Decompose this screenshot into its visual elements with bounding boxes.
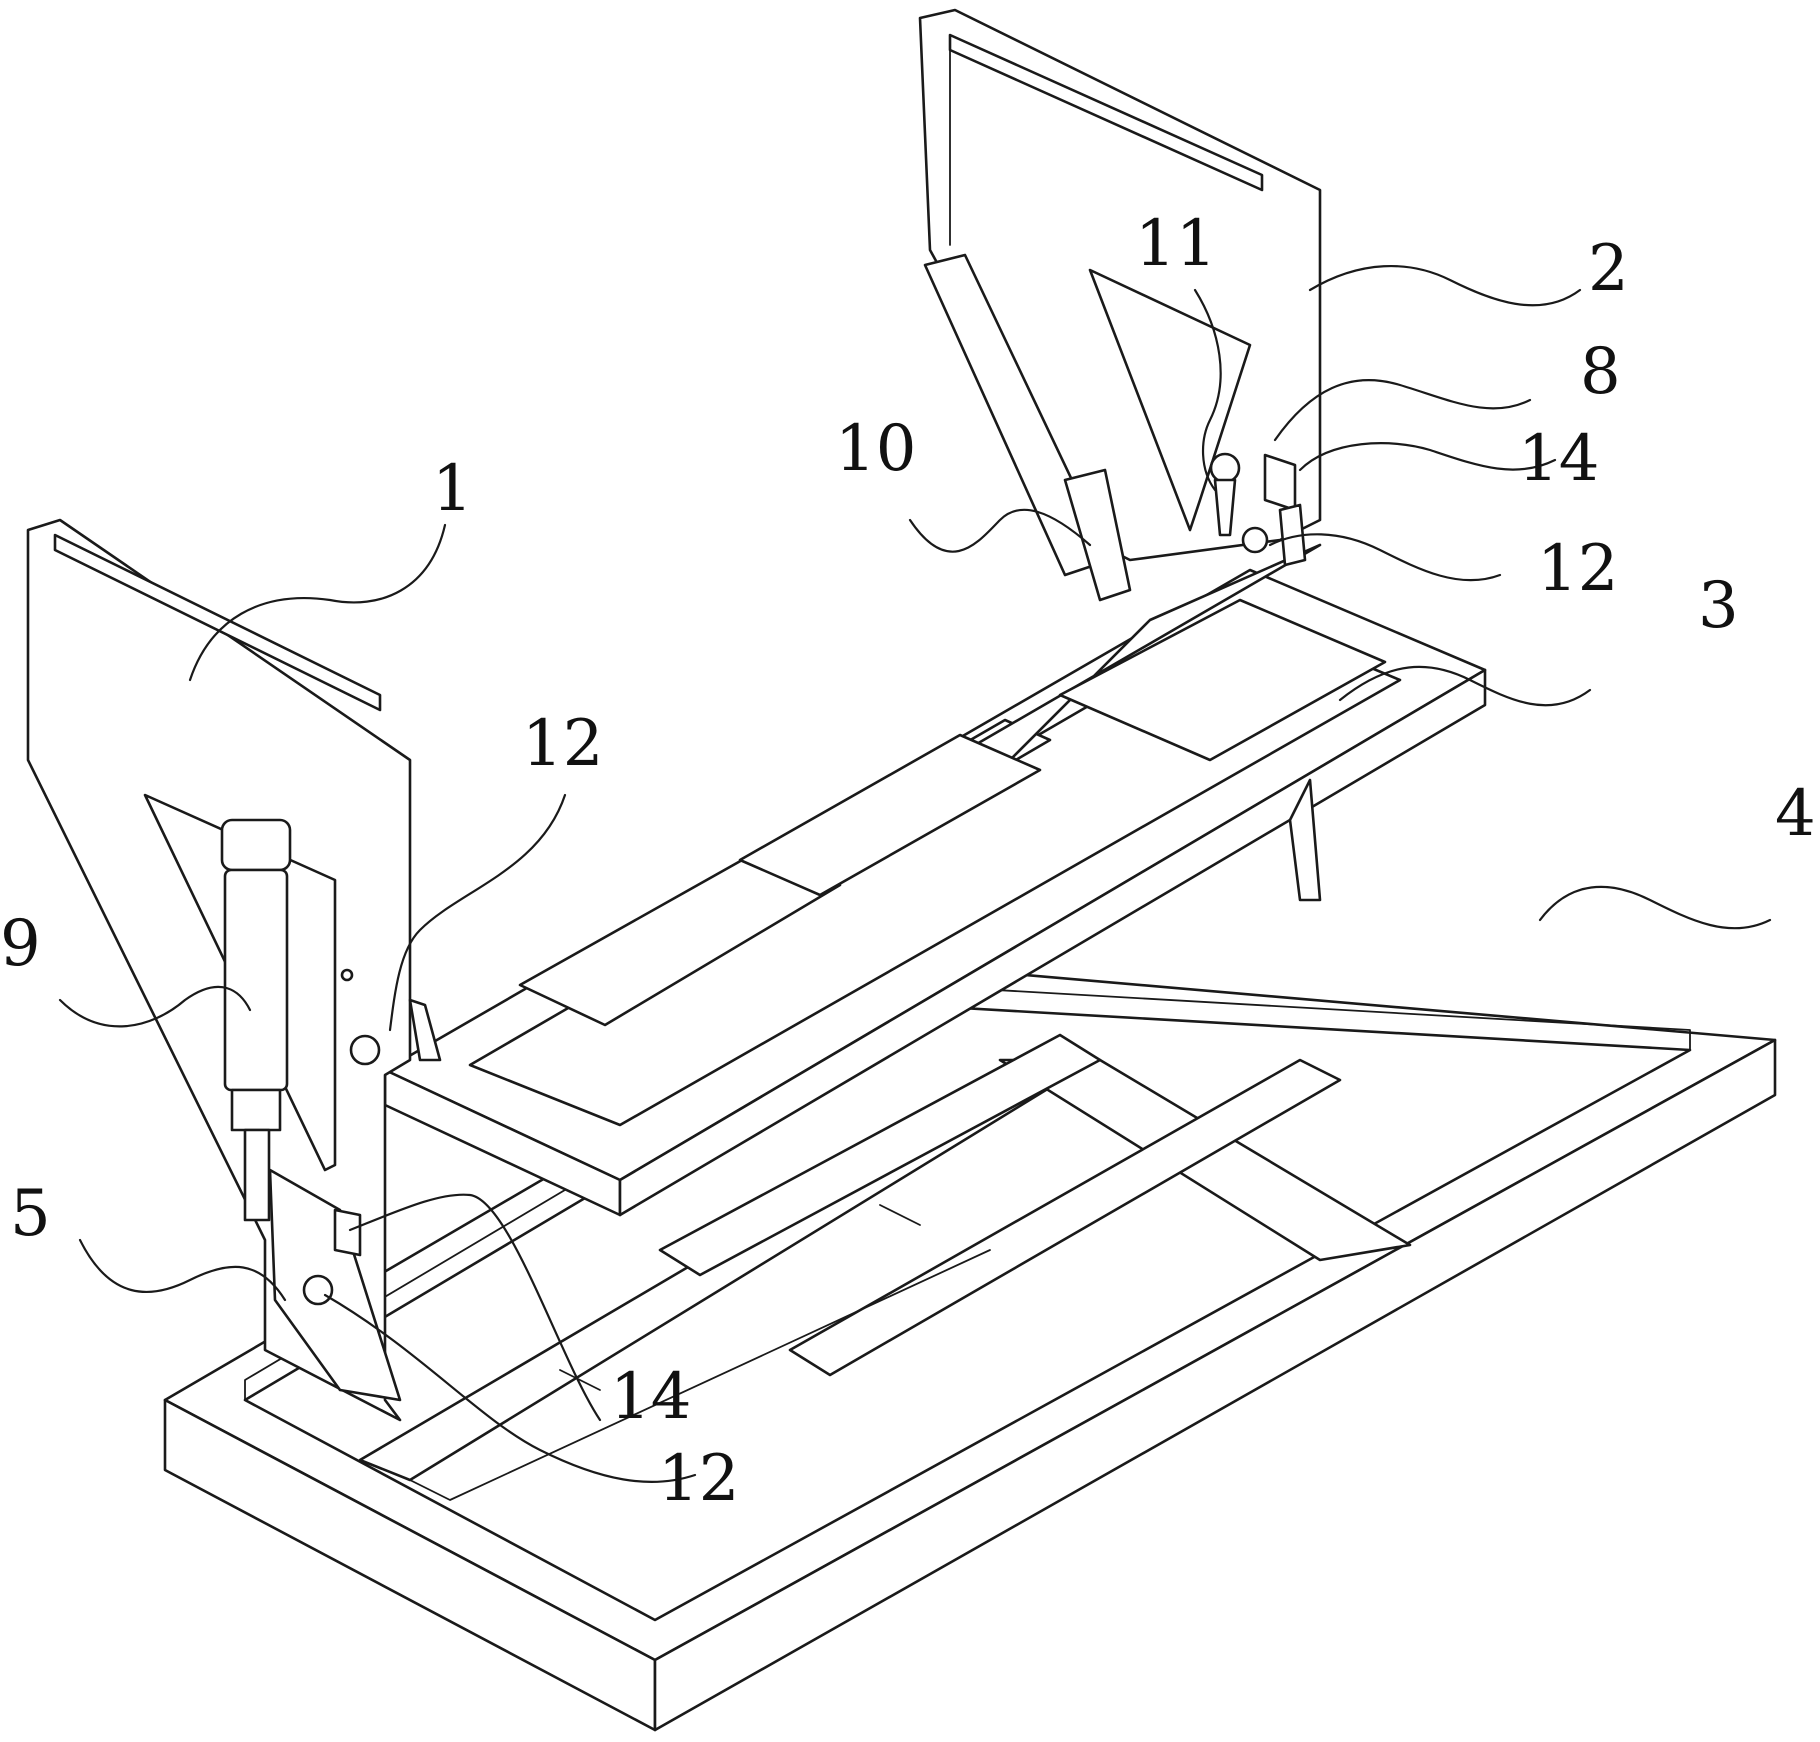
upper-frame [383, 543, 1487, 1217]
base-crossbar-2 [658, 1033, 1102, 1277]
leader-9 [58, 985, 252, 1028]
label-3: 3 [1698, 569, 1739, 643]
base-crossbar-3 [788, 1058, 1342, 1377]
leader-12-left-top [388, 793, 567, 1032]
leader-12-left-bottom [323, 1293, 697, 1483]
label-5: 5 [10, 1177, 51, 1251]
leader-lines [58, 264, 1772, 1483]
leader-14-right [1298, 442, 1557, 472]
label-2: 2 [1588, 232, 1629, 306]
right-panel [918, 8, 1322, 602]
leader-3 [1338, 665, 1592, 707]
leader-11 [1193, 288, 1222, 492]
left-bracket [268, 1168, 402, 1402]
leader-10 [908, 508, 1092, 553]
leader-4 [1538, 885, 1772, 930]
left-cylinder-body [223, 868, 289, 1092]
left-cylinder-head [220, 818, 292, 872]
upper-frame-side [618, 668, 1487, 1217]
left-bolt-upper [349, 1034, 381, 1066]
right-panel-topflange [948, 33, 1264, 192]
right-cylinder [1063, 468, 1132, 602]
label-14-left: 14 [610, 1360, 691, 1434]
leader-12-right [1268, 533, 1502, 582]
right-knob-stem [1213, 478, 1237, 537]
left-panel [26, 518, 442, 1422]
label-11: 11 [1135, 207, 1216, 281]
leader-14-left [348, 1193, 602, 1422]
label-10: 10 [835, 412, 916, 486]
left-clamp-block [333, 1208, 362, 1257]
label-12-left-bottom: 12 [658, 1442, 739, 1516]
frame-support [1288, 778, 1322, 902]
left-hole [340, 968, 354, 982]
label-14-right: 14 [1518, 422, 1599, 496]
base-frame [163, 963, 1777, 1732]
leader-1 [188, 523, 447, 682]
right-bolt [1241, 526, 1269, 554]
upper-cell-2 [738, 733, 1042, 897]
left-hinge-tab [408, 998, 442, 1062]
left-panel-topflange [53, 533, 382, 712]
upper-cell-3 [1058, 598, 1387, 762]
label-1: 1 [432, 452, 473, 526]
left-cylinder-gland [230, 1088, 282, 1132]
label-8: 8 [1580, 335, 1621, 409]
label-12-left-top: 12 [522, 707, 603, 781]
leader-2 [1308, 264, 1582, 307]
leader-5 [78, 1238, 287, 1302]
part-labels: 1 2 3 4 5 8 9 10 11 12 12 12 14 14 [0, 207, 1816, 1516]
label-12-right: 12 [1537, 532, 1618, 606]
label-4: 4 [1775, 777, 1816, 851]
right-bracket [1278, 503, 1307, 567]
right-clamp-block [1263, 453, 1297, 512]
label-9: 9 [0, 907, 41, 981]
right-knob [1209, 452, 1241, 484]
left-cylinder-rod [243, 1128, 271, 1222]
left-bolt-lower [302, 1274, 334, 1306]
leader-8 [1273, 379, 1532, 442]
